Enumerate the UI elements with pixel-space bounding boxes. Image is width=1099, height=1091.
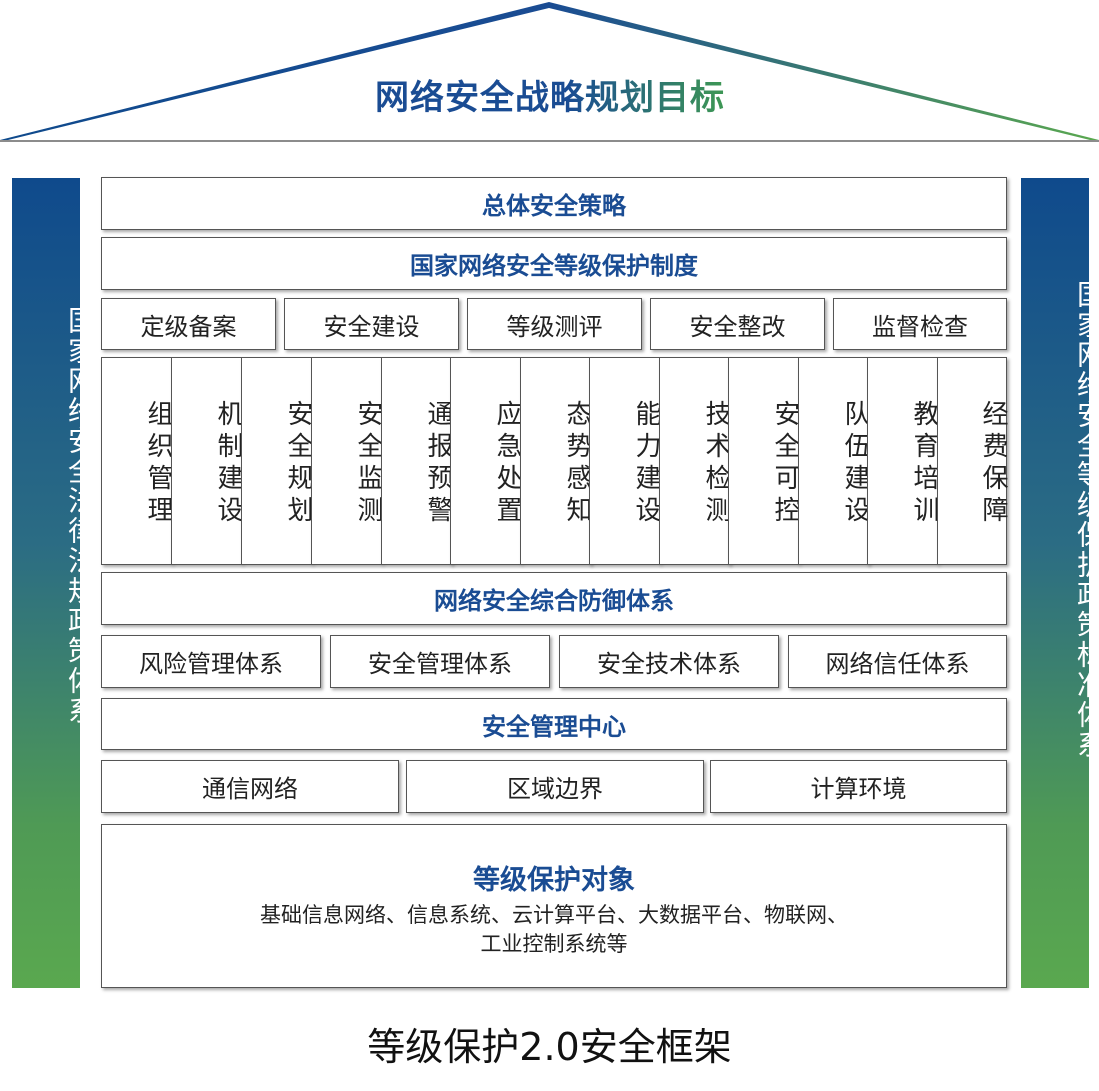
measure-label: 机制建设: [213, 400, 243, 528]
measure-label: 应急处置: [492, 400, 522, 528]
measure-label: 能力建设: [631, 400, 661, 528]
right-pillar-label: 国家网络安全等级保护政策标准体系: [1073, 280, 1099, 760]
protected-objects-box: 等级保护对象 基础信息网络、信息系统、云计算平台、大数据平台、物联网、 工业控制…: [101, 824, 1007, 988]
measure-label: 经费保障: [978, 400, 1008, 528]
environment-box: 计算环境: [710, 760, 1007, 813]
subsystem-box: 网络信任体系: [788, 635, 1007, 688]
stage-box: 等级测评: [467, 298, 642, 350]
left-pillar-laws: 国家网络安全法律法规政策体系: [12, 178, 97, 988]
measure-label: 技术检测: [701, 400, 731, 528]
measure-label: 组织管理: [143, 400, 173, 528]
protected-objects-line: 基础信息网络、信息系统、云计算平台、大数据平台、物联网、: [260, 903, 848, 927]
measure-column: 组织管理: [101, 357, 173, 565]
measure-column: 安全监测: [311, 357, 383, 565]
measure-label: 安全可控: [770, 400, 800, 528]
stage-box: 监督检查: [833, 298, 1007, 350]
defense-system-box: 网络安全综合防御体系: [101, 572, 1007, 625]
measure-column: 安全规划: [241, 357, 313, 565]
roof-graphic: [0, 2, 1099, 142]
measure-column: 态势感知: [520, 357, 592, 565]
environment-box: 区域边界: [406, 760, 704, 813]
measure-label: 态势感知: [562, 400, 592, 528]
stage-box: 安全建设: [284, 298, 459, 350]
overall-strategy-box: 总体安全策略: [101, 177, 1007, 230]
measure-column: 机制建设: [171, 357, 243, 565]
measure-column: 教育培训: [867, 357, 939, 565]
protected-objects-title: 等级保护对象: [473, 865, 635, 896]
national-system-box: 国家网络安全等级保护制度: [101, 237, 1007, 290]
measure-label: 队伍建设: [840, 400, 870, 528]
measure-column: 经费保障: [937, 357, 1008, 565]
measure-label: 通报预警: [423, 400, 453, 528]
subsystem-box: 安全技术体系: [559, 635, 779, 688]
measure-label: 教育培训: [909, 400, 939, 528]
stage-box: 定级备案: [101, 298, 276, 350]
measure-column: 队伍建设: [798, 357, 870, 565]
right-pillar-standards: 国家网络安全等级保护政策标准体系: [1021, 178, 1099, 988]
measure-column: 安全可控: [728, 357, 800, 565]
measure-column: 能力建设: [589, 357, 661, 565]
measure-label: 安全监测: [353, 400, 383, 528]
measure-column: 应急处置: [450, 357, 522, 565]
management-center-box: 安全管理中心: [101, 698, 1007, 750]
strategy-goal-title: 网络安全战略规划目标: [370, 70, 730, 119]
subsystem-box: 安全管理体系: [330, 635, 550, 688]
measure-column: 通报预警: [381, 357, 453, 565]
subsystem-box: 风险管理体系: [101, 635, 321, 688]
figure-caption: 等级保护2.0安全框架: [367, 1025, 732, 1069]
protected-objects-line: 工业控制系统等: [480, 932, 628, 956]
environment-box: 通信网络: [101, 760, 399, 813]
stage-box: 安全整改: [650, 298, 825, 350]
measure-label: 安全规划: [283, 400, 313, 528]
measure-column: 技术检测: [659, 357, 731, 565]
left-pillar-label: 国家网络安全法律法规政策体系: [64, 306, 97, 726]
